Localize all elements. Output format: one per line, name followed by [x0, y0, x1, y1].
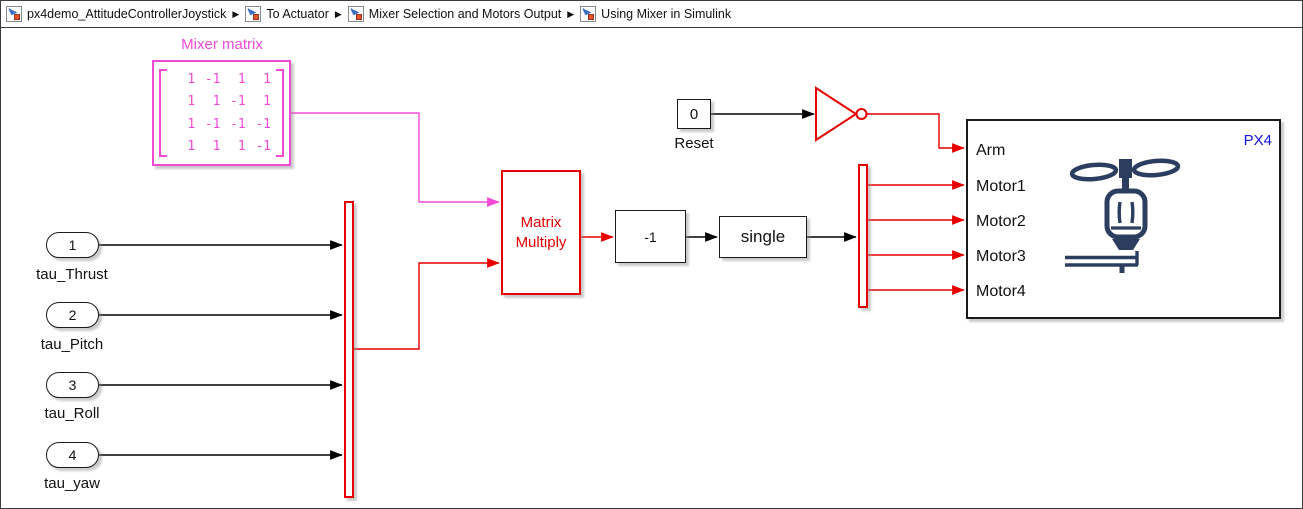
- inport-1[interactable]: 1: [46, 232, 99, 258]
- breadcrumb-item-to-actuator[interactable]: To Actuator: [245, 6, 329, 22]
- motor-propeller-icon: [1065, 158, 1181, 273]
- wire-not-to-arm[interactable]: [867, 113, 965, 153]
- inport-2[interactable]: 2: [46, 302, 99, 328]
- px4-port-motor4: Motor4: [976, 283, 1026, 300]
- breadcrumb-item-current[interactable]: Using Mixer in Simulink: [580, 6, 731, 22]
- subsystem-icon: [580, 6, 597, 22]
- px4-port-motor2: Motor2: [976, 213, 1026, 230]
- breadcrumb-item-model[interactable]: px4demo_AttitudeControllerJoystick: [6, 6, 226, 22]
- inport-number: 4: [68, 447, 77, 463]
- px4-port-motor3: Motor3: [976, 248, 1026, 265]
- breadcrumb-separator: ▶: [232, 8, 240, 19]
- mixer-matrix-block[interactable]: 1 -1 1 1 1 1 -1 1 1 -1 -1 -1 1 1 1 -1: [152, 60, 291, 166]
- inport-number: 1: [68, 237, 77, 253]
- reset-label: Reset: [674, 135, 714, 152]
- breadcrumb-item-mixer-selection[interactable]: Mixer Selection and Motors Output: [347, 6, 562, 22]
- px4-port-arm: Arm: [976, 142, 1006, 159]
- inport-number: 3: [68, 377, 77, 393]
- inport-4[interactable]: 4: [46, 442, 99, 468]
- breadcrumb-separator: ▶: [567, 8, 575, 19]
- mux-block[interactable]: [344, 201, 354, 498]
- matrix-cell: 1: [187, 116, 196, 132]
- reset-value: 0: [689, 105, 699, 123]
- subsystem-icon: [245, 6, 262, 22]
- matrix-values: 1 -1 1 1 1 1 -1 1 1 -1 -1 -1 1 1 1 -1: [170, 68, 271, 158]
- matrix-cell: 1: [237, 139, 246, 155]
- inport-3-label: tau_Roll: [44, 405, 100, 422]
- matrix-cell: -1: [230, 94, 246, 110]
- not-gate-block[interactable]: [815, 86, 868, 142]
- inport-3[interactable]: 3: [46, 372, 99, 398]
- matrix-cell: 1: [212, 94, 221, 110]
- breadcrumb-label[interactable]: px4demo_AttitudeControllerJoystick: [27, 7, 227, 21]
- inport-2-label: tau_Pitch: [40, 336, 104, 353]
- demux-block[interactable]: [858, 164, 868, 308]
- matrix-cell: 1: [187, 94, 196, 110]
- wire-mux-to-matmul[interactable]: [354, 258, 500, 350]
- matrix-cell: 1: [187, 71, 196, 87]
- matrix-cell: -1: [204, 116, 221, 132]
- matrix-cell: 1: [263, 94, 271, 110]
- matrix-cell: 1: [263, 71, 271, 87]
- inport-number: 2: [68, 307, 77, 323]
- subsystem-icon: [347, 6, 364, 22]
- breadcrumb-label[interactable]: Using Mixer in Simulink: [601, 7, 732, 21]
- wire-mixer-to-matmul[interactable]: [291, 112, 500, 207]
- breadcrumb-label[interactable]: To Actuator: [266, 7, 329, 21]
- matrix-cell: -1: [204, 71, 221, 87]
- matrix-left-bracket: [159, 69, 167, 157]
- reset-constant-block[interactable]: 0: [677, 99, 711, 129]
- inport-1-label: tau_Thrust: [36, 266, 108, 283]
- matrix-cell: -1: [255, 139, 271, 155]
- subsystem-icon: [6, 6, 22, 22]
- breadcrumb: px4demo_AttitudeControllerJoystick ▶ To …: [1, 1, 1302, 28]
- px4-title: PX4: [1243, 132, 1272, 149]
- matrix-right-bracket: [276, 69, 284, 157]
- matrix-cell: -1: [230, 116, 246, 132]
- matrix-cell: -1: [255, 116, 271, 132]
- matrix-cell: 1: [237, 71, 246, 87]
- inport-4-label: tau_yaw: [44, 475, 100, 492]
- px4-subsystem-block[interactable]: PX4 Arm Motor1 Motor2 Motor3 Motor4: [966, 119, 1281, 319]
- matrix-multiply-label: Matrix Multiply: [515, 213, 567, 251]
- breadcrumb-label[interactable]: Mixer Selection and Motors Output: [368, 7, 562, 21]
- breadcrumb-separator: ▶: [334, 8, 342, 19]
- gain-label: -1: [644, 228, 657, 245]
- convert-label: single: [740, 227, 786, 246]
- px4-port-motor1: Motor1: [976, 178, 1026, 195]
- matrix-cell: 1: [187, 139, 196, 155]
- gain-block[interactable]: -1: [615, 210, 686, 263]
- matrix-multiply-block[interactable]: Matrix Multiply: [501, 170, 581, 295]
- matrix-cell: 1: [212, 139, 221, 155]
- mixer-matrix-label: Mixer matrix: [181, 36, 263, 53]
- data-type-conversion-block[interactable]: single: [719, 216, 807, 258]
